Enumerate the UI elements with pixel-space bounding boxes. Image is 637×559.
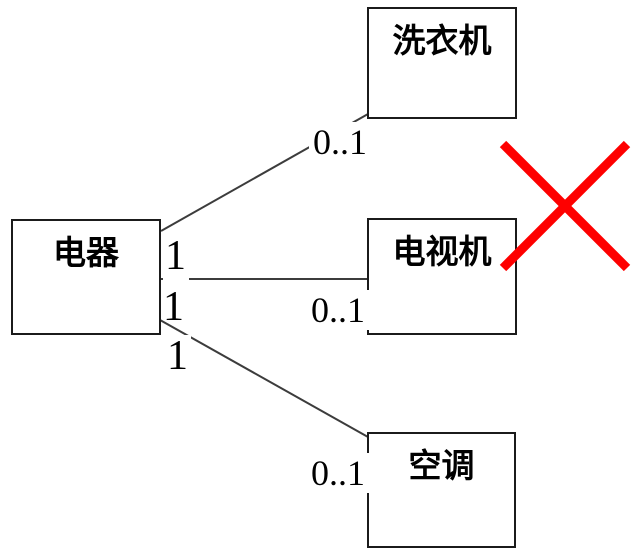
multiplicity-label-target-ac: 0..1	[307, 453, 369, 493]
class-name-label-air-conditioner: 空调	[408, 447, 475, 484]
multiplicity-label-target-tv: 0..1	[307, 290, 369, 330]
class-name-label-television: 电视机	[392, 233, 492, 270]
class-box-television: 电视机	[367, 218, 517, 335]
class-box-washing-machine: 洗衣机	[367, 7, 517, 119]
multiplicity-label-source-washer: 1	[163, 235, 189, 285]
multiplicity-label-target-washer: 0..1	[309, 122, 371, 162]
class-name-label-washing-machine: 洗衣机	[392, 22, 492, 59]
class-box-air-conditioner: 空调	[367, 432, 516, 548]
class-name-label-appliance: 电器	[53, 234, 119, 271]
cross-stroke-down-left	[499, 140, 631, 272]
multiplicity-label-source-tv: 1	[163, 284, 184, 330]
multiplicity-label-source-ac: 1	[165, 335, 191, 381]
association-line-appliance-ac	[159, 319, 369, 438]
cross-stroke-down-right	[499, 140, 631, 272]
class-box-appliance: 电器	[11, 219, 161, 335]
